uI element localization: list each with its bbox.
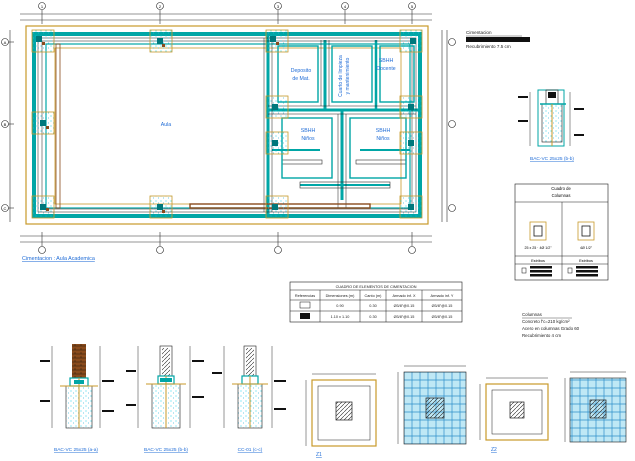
grid-label-c: C [4, 206, 7, 211]
foundation-table-title: CUADRO DE ELEMENTOS DE CIMENTACION [336, 285, 417, 289]
grid-label-b: B [4, 122, 7, 127]
notes-columns-line2: Concreto f'c=210 kg/cm² [522, 319, 570, 324]
grid-label-3: 3 [277, 4, 280, 9]
room-sbhh-ninos-b-line2: Niños [376, 136, 390, 142]
grid-axis-top: 1 2 3 4 5 [38, 2, 416, 10]
room-sbhh-ninos-a-line2: Niños [301, 136, 315, 142]
section-a-a: BAC-VC 25x25 (a-a) [40, 344, 114, 453]
grid-axis-right [448, 38, 456, 212]
column-markers [36, 36, 416, 210]
grid-label-2: 2 [159, 4, 162, 9]
foundation-header-3: Armado inf. X [392, 294, 415, 298]
foundation-row1-x: Ø3/8"@0.15 [394, 304, 415, 308]
foundation-notes: Cimentacion Concreto f'c=175 kg/cm² Recu… [466, 30, 530, 49]
grid-label-1: 1 [41, 4, 44, 9]
column-notes: Columnas Concreto f'c=210 kg/cm² Acero e… [522, 312, 580, 338]
grade-beam-divider [299, 181, 391, 189]
notes-top-line1: Cimentacion [466, 30, 492, 35]
notes-columns-line3: Acero en columnas Grado 60 [522, 326, 580, 331]
section-b-b: BAC-VC 25x25 (b-b) [126, 345, 204, 453]
columns-estribos-2: Estribos [579, 259, 593, 263]
foundation-elements-table: CUADRO DE ELEMENTOS DE CIMENTACION Refer… [289, 281, 463, 323]
grade-beam-left [55, 43, 61, 209]
room-sbhh-ninos-a-line1: SBHH [301, 128, 316, 134]
grade-beam-small-a [281, 159, 323, 165]
foundation-plan: 1 2 3 4 5 A B C [1, 2, 456, 262]
grid-axis-left: A B C [1, 38, 9, 212]
room-label-cuarto: Cuarto de limpieza y mantenimiento [338, 55, 351, 97]
foundation-header-4: Armado inf. Y [431, 294, 454, 298]
room-cuarto-line2: y mantenimiento [345, 57, 351, 94]
footing-z1-plan [397, 365, 467, 445]
footing-z2-label: Z2 [491, 447, 497, 453]
foundation-row2-dim: 1.10 x 1.10 [331, 315, 350, 319]
foundation-row1-y: Ø3/8"@0.15 [432, 304, 453, 308]
foundation-row2-canto: 0.30 [369, 315, 376, 319]
foundation-header-2: Canto (m) [365, 294, 383, 298]
room-aula: Aula [161, 122, 171, 128]
foundation-row2-x: Ø3/8"@0.15 [394, 315, 415, 319]
foundation-header-0: Referencias [295, 294, 315, 298]
room-labels: Aula Deposito de Mat. SBHH Docente SBHH … [161, 58, 396, 142]
columns-title-1: Cuadro de [551, 186, 571, 191]
foundation-row1-canto: 0.30 [369, 304, 376, 308]
room-sbhh-docente-line2: Docente [376, 66, 395, 72]
plan-caption: Cimentacion : Aula Academica [22, 256, 95, 262]
column-footings [31, 29, 423, 219]
foundation-beams [32, 32, 422, 218]
foundation-header-1: Dimensiones (m) [326, 294, 355, 298]
grid-label-4: 4 [344, 4, 347, 9]
dimension-ticks [6, 10, 413, 246]
notes-columns-line4: Recubrimiento 4 cm [522, 333, 561, 338]
foundation-row1-dim: 0.90 [336, 304, 343, 308]
detail-right-caption: BAC-VC 25x25 (b-b) [530, 156, 574, 162]
footing-z2: Z2 [479, 377, 549, 453]
column-core-marks [42, 42, 279, 213]
room-deposito-line1: Deposito [291, 68, 312, 74]
section-b-caption: BAC-VC 25x25 (b-b) [144, 447, 188, 453]
grid-label-a: A [4, 40, 7, 45]
room-sbhh-docente-line1: SBHH [379, 58, 394, 64]
room-sbhh-ninos-b-line1: SBHH [376, 128, 391, 134]
top-dimension-lines [9, 13, 448, 243]
columns-title-2: Columnas [552, 193, 571, 198]
section-c-c: CC-01 (c-c) [212, 345, 286, 453]
section-c-caption: CC-01 (c-c) [238, 447, 263, 453]
room-deposito-line2: de Mat. [292, 76, 309, 82]
grid-label-5: 5 [411, 4, 414, 9]
section-detail-right: BAC-VC 25x25 (b-b) [518, 89, 584, 162]
notes-columns-line1: Columnas [522, 312, 543, 317]
columns-estribos-1: Estribos [531, 259, 545, 263]
section-a-caption: BAC-VC 25x25 (a-a) [54, 447, 98, 453]
room-cuarto-line1: Cuarto de limpieza [338, 55, 344, 97]
footing-z1-label: Z1 [316, 452, 322, 458]
footing-z2-plan [564, 371, 627, 443]
foundation-row2-y: Ø3/8"@0.15 [432, 315, 453, 319]
columns-table: Cuadro de Columnas 25 x 25 · 4Ø 1/2" 4Ø … [514, 183, 609, 281]
grade-beam-small-b [355, 159, 407, 165]
footing-z1: Z1 [305, 373, 377, 458]
notes-top-line3: Recubrimiento 7.5 cm [466, 44, 511, 49]
columns-dim-2: 4Ø 1/2" [580, 246, 593, 250]
strip-footing-outline [25, 25, 429, 225]
columns-dim-1: 25 x 25 · 4Ø 1/2" [524, 246, 552, 250]
grid-axis-bottom [38, 246, 416, 254]
